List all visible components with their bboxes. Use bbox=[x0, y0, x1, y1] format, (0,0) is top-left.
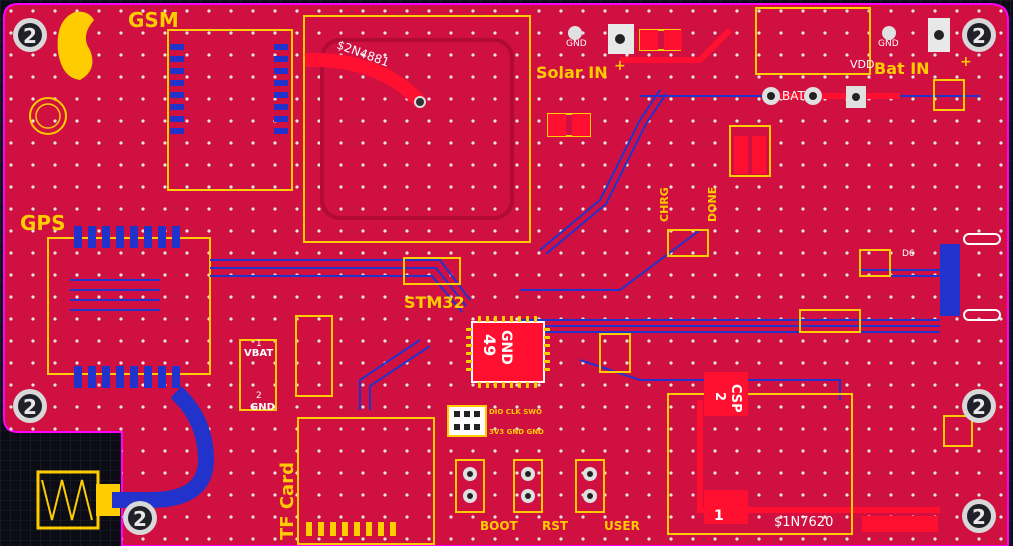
gsm-module-footprint[interactable] bbox=[167, 29, 293, 191]
sma-connector[interactable] bbox=[36, 470, 120, 530]
label-pad-1: 1 bbox=[714, 508, 724, 524]
swd-header[interactable] bbox=[447, 405, 487, 437]
mounting-hole: 2 bbox=[13, 389, 47, 423]
label-done: DONE bbox=[706, 187, 719, 222]
label-vbat-pin: 1 bbox=[256, 339, 262, 349]
buzzer-footprint bbox=[29, 97, 67, 135]
bat-in-connector[interactable] bbox=[882, 18, 950, 52]
boot-button[interactable] bbox=[455, 459, 485, 513]
tf-card-slot[interactable] bbox=[297, 417, 435, 545]
via-stitching bbox=[4, 4, 1008, 546]
mounting-hole: 2 bbox=[962, 499, 996, 533]
mounting-hole-label: 2 bbox=[23, 24, 37, 48]
label-gsm: GSM bbox=[128, 8, 179, 32]
label-user: USER bbox=[604, 519, 640, 533]
gps-module-footprint[interactable] bbox=[47, 237, 211, 375]
gps-traces bbox=[70, 279, 160, 311]
mounting-hole: 2 bbox=[123, 501, 157, 535]
label-vdd: VDD bbox=[850, 58, 874, 71]
mounting-hole: 2 bbox=[962, 389, 996, 423]
label-net-1n7620: $1N7620 bbox=[774, 515, 833, 530]
logo-shape bbox=[57, 11, 94, 81]
label-bat-gnd: GND bbox=[878, 39, 899, 49]
label-mcu-49: 49 bbox=[480, 334, 499, 356]
mounting-hole: 2 bbox=[13, 18, 47, 52]
via-large bbox=[414, 96, 426, 108]
label-swd-top: DIO CLK SWO bbox=[489, 408, 542, 416]
label-gps: GPS bbox=[20, 211, 65, 235]
gsm-pads bbox=[170, 44, 288, 134]
user-button[interactable] bbox=[575, 459, 605, 513]
label-solar-gnd: GND bbox=[566, 39, 587, 49]
label-bat-in: Bat IN bbox=[874, 59, 930, 78]
label-swd-bottom: 3V3 GND GND bbox=[489, 428, 544, 436]
module-inner-outline bbox=[320, 38, 514, 220]
label-csp: CSP bbox=[728, 384, 743, 413]
bat-header[interactable] bbox=[762, 86, 866, 108]
usb-connector[interactable] bbox=[940, 233, 1001, 321]
gps-pads bbox=[74, 226, 180, 388]
label-chrg: CHRG bbox=[658, 187, 671, 222]
label-bat-plus: + bbox=[960, 54, 972, 70]
rst-button[interactable] bbox=[513, 459, 543, 513]
csp-pad-2 bbox=[704, 372, 748, 416]
label-mcu-gnd: GND bbox=[498, 330, 514, 365]
label-gnd: GND bbox=[250, 402, 275, 413]
label-stm32: STM32 bbox=[404, 293, 465, 312]
mounting-hole: 2 bbox=[962, 18, 996, 52]
label-tf-card: TF Card bbox=[277, 462, 298, 540]
net-trace-2n4881 bbox=[304, 52, 426, 107]
label-vbat: VBAT bbox=[244, 348, 273, 359]
passive-components bbox=[239, 7, 973, 447]
solar-in-connector[interactable] bbox=[568, 24, 634, 54]
mounting-hole-label: 2 bbox=[133, 507, 147, 531]
label-rst: RST bbox=[542, 519, 569, 533]
mounting-hole-label: 2 bbox=[972, 505, 986, 529]
module-footprint-large[interactable] bbox=[303, 15, 531, 243]
label-gnd-pin: 2 bbox=[256, 391, 262, 401]
smd-pads-red bbox=[548, 30, 938, 532]
stm32-mcu[interactable] bbox=[466, 316, 550, 388]
mounting-hole-label: 2 bbox=[972, 395, 986, 419]
label-bat: BAT bbox=[782, 89, 806, 103]
label-solar-plus: + bbox=[614, 58, 626, 74]
csp-footprint[interactable] bbox=[667, 393, 853, 535]
label-solar-in: Solar IN bbox=[536, 63, 608, 82]
tf-card-pins bbox=[306, 522, 396, 536]
top-layer-power-traces bbox=[620, 27, 940, 513]
label-d6: D6 bbox=[902, 249, 915, 259]
antenna-feed-trace bbox=[112, 386, 215, 508]
mounting-hole-label: 2 bbox=[23, 395, 37, 419]
label-csp-2: 2 bbox=[712, 392, 727, 401]
label-boot: BOOT bbox=[480, 519, 519, 533]
mounting-hole-label: 2 bbox=[972, 24, 986, 48]
